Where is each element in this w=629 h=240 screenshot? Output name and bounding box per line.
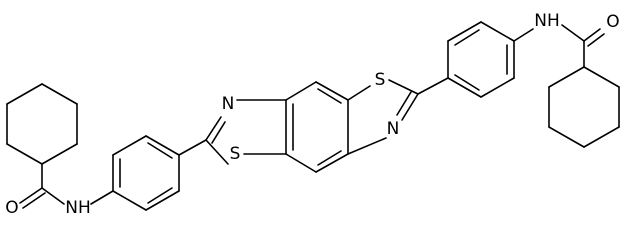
- right-phenylene-ring: [417, 21, 534, 98]
- left-amide-group: [19, 163, 114, 209]
- amide-nitrogen-left: NH: [65, 198, 91, 218]
- oxygen-atom-right: O: [606, 12, 619, 32]
- oxygen-atom-left: O: [5, 198, 18, 218]
- thiazole-nitrogen-right: N: [387, 119, 400, 139]
- right-amide-group: [561, 24, 605, 68]
- thiazole-sulfur-right: S: [375, 70, 386, 90]
- thiazole-nitrogen-left: N: [222, 94, 235, 114]
- right-cyclohexane-ring: [548, 66, 620, 148]
- amide-nitrogen-right: NH: [534, 11, 560, 31]
- left-cyclohexane-ring: [6, 83, 78, 165]
- left-phenylene-ring: [112, 135, 207, 211]
- central-benzene-ring: [285, 81, 349, 173]
- right-thiazole-ring: [347, 79, 419, 155]
- left-thiazole-ring: [205, 99, 287, 165]
- thiazole-sulfur-left: S: [230, 144, 241, 164]
